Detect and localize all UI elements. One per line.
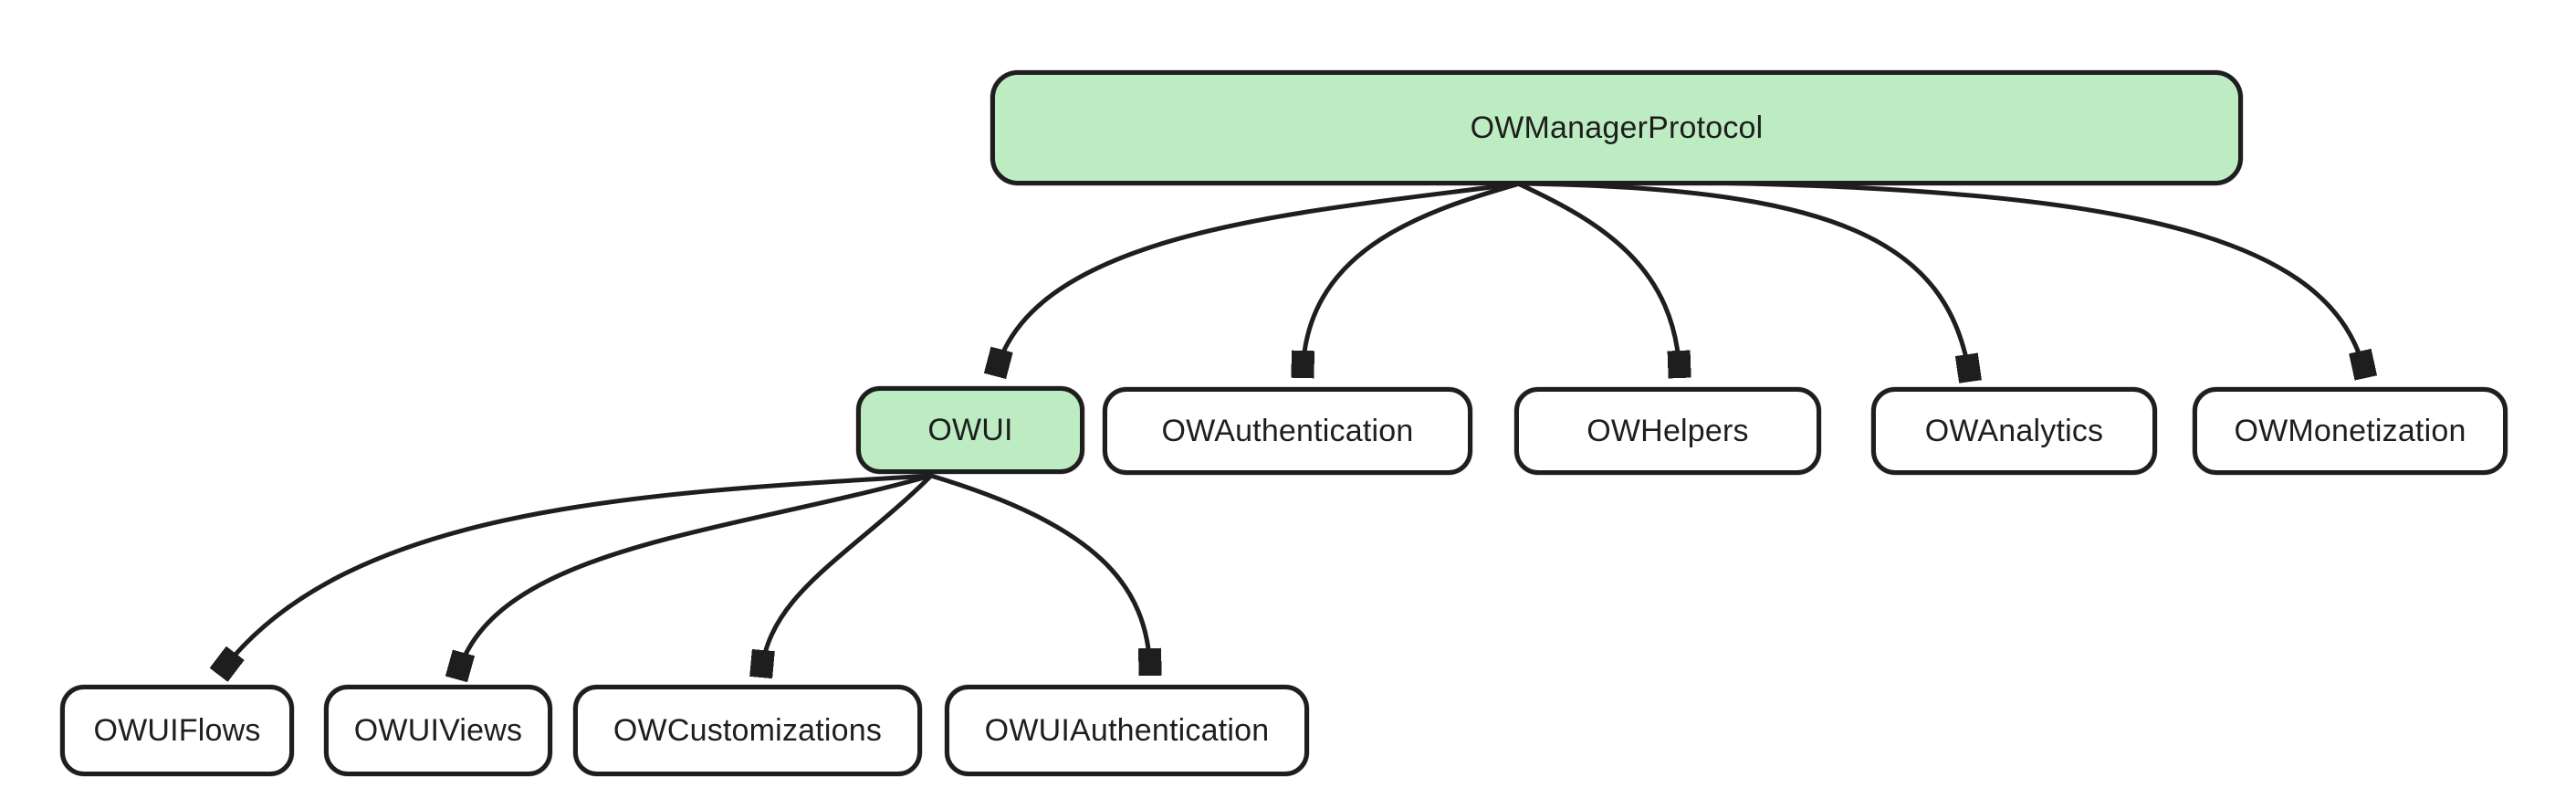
node-owuiflows: OWUIFlows [60,685,294,776]
arrow-owmanagerprotocol-to-owauthentication [1303,181,1523,374]
arrow-owmanagerprotocol-to-owmonetization [1517,179,2365,374]
arrow-owui-to-owuiflows [221,473,934,672]
arrow-owmanagerprotocol-to-owui [996,181,1523,373]
node-owcustomizations: OWCustomizations [573,685,922,776]
node-owhelpers-label: OWHelpers [1586,413,1749,448]
node-owmonetization-label: OWMonetization [2234,413,2466,448]
arrow-owmanagerprotocol-to-owhelpers [1517,182,1680,374]
node-owuiauthentication-label: OWUIAuthentication [984,712,1270,748]
arrow-owui-to-owuiviews [457,473,934,676]
node-owmonetization: OWMonetization [2193,387,2508,475]
arrow-owui-to-owcustomizations [761,473,934,674]
node-owuiflows-label: OWUIFlows [93,712,261,748]
arrow-owmanagerprotocol-to-owanalytics [1517,181,1970,378]
node-owanalytics: OWAnalytics [1871,387,2157,475]
node-owauthentication: OWAuthentication [1103,387,1472,475]
node-owui-label: OWUI [927,412,1013,447]
arrow-owui-to-owuiauthentication [928,473,1150,672]
node-owhelpers: OWHelpers [1514,387,1821,475]
node-owmanagerprotocol-label: OWManagerProtocol [1470,110,1764,145]
node-owauthentication-label: OWAuthentication [1161,413,1414,448]
node-owuiviews: OWUIViews [324,685,552,776]
node-owuiauthentication: OWUIAuthentication [945,685,1309,776]
node-owmanagerprotocol: OWManagerProtocol [990,70,2243,185]
node-owanalytics-label: OWAnalytics [1924,413,2104,448]
node-owuiviews-label: OWUIViews [353,712,523,748]
node-owcustomizations-label: OWCustomizations [613,712,883,748]
node-owui: OWUI [856,386,1084,474]
